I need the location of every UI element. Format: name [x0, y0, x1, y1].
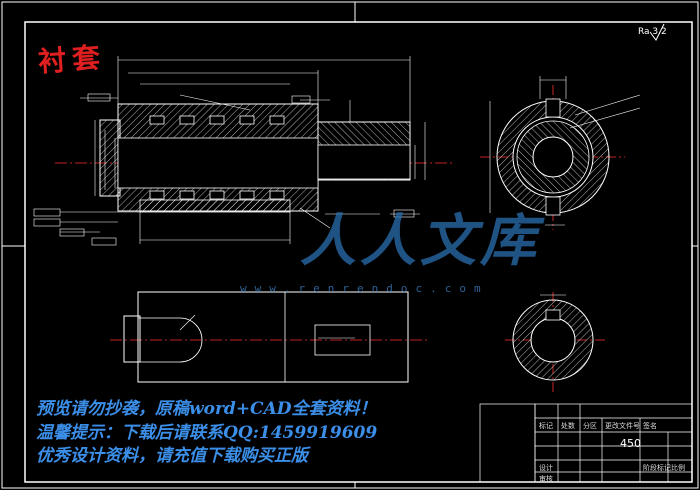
tb-label-zone: 分区: [583, 422, 597, 430]
title-block-code: 450: [620, 437, 641, 450]
promo-line-1: 预览请勿抄袭，原稿word+CAD全套资料！: [36, 399, 377, 419]
end-view-top: [480, 76, 641, 230]
main-section-view: [33, 56, 455, 246]
roughness-mark: Ra 3.2: [638, 27, 667, 37]
tb-label-count: 处数: [561, 422, 575, 430]
promo-line-2: 温馨提示：下载后请联系QQ:1459919609: [36, 423, 378, 443]
tb-label-scale: 比例: [671, 464, 685, 472]
inner-frame: [24, 21, 693, 483]
title-block: [479, 403, 693, 483]
part-name-stamp: 衬套: [37, 40, 108, 79]
end-view-bottom: [505, 292, 605, 392]
watermark-url: www.renrendoc.com: [240, 282, 489, 295]
tb-label-review: 审核: [539, 475, 553, 483]
tb-label-stage: 阶段标记: [643, 464, 671, 472]
plan-view: [110, 291, 430, 383]
tb-label-change: 更改文件号: [605, 422, 640, 430]
promo-line-3: 优秀设计资料，请充值下载购买正版: [36, 446, 308, 466]
tb-label-design: 设计: [539, 464, 553, 472]
tb-label-mark: 标记: [539, 422, 553, 430]
tb-label-sign: 签名: [643, 422, 657, 430]
watermark-logo: 人人文库: [300, 209, 540, 274]
